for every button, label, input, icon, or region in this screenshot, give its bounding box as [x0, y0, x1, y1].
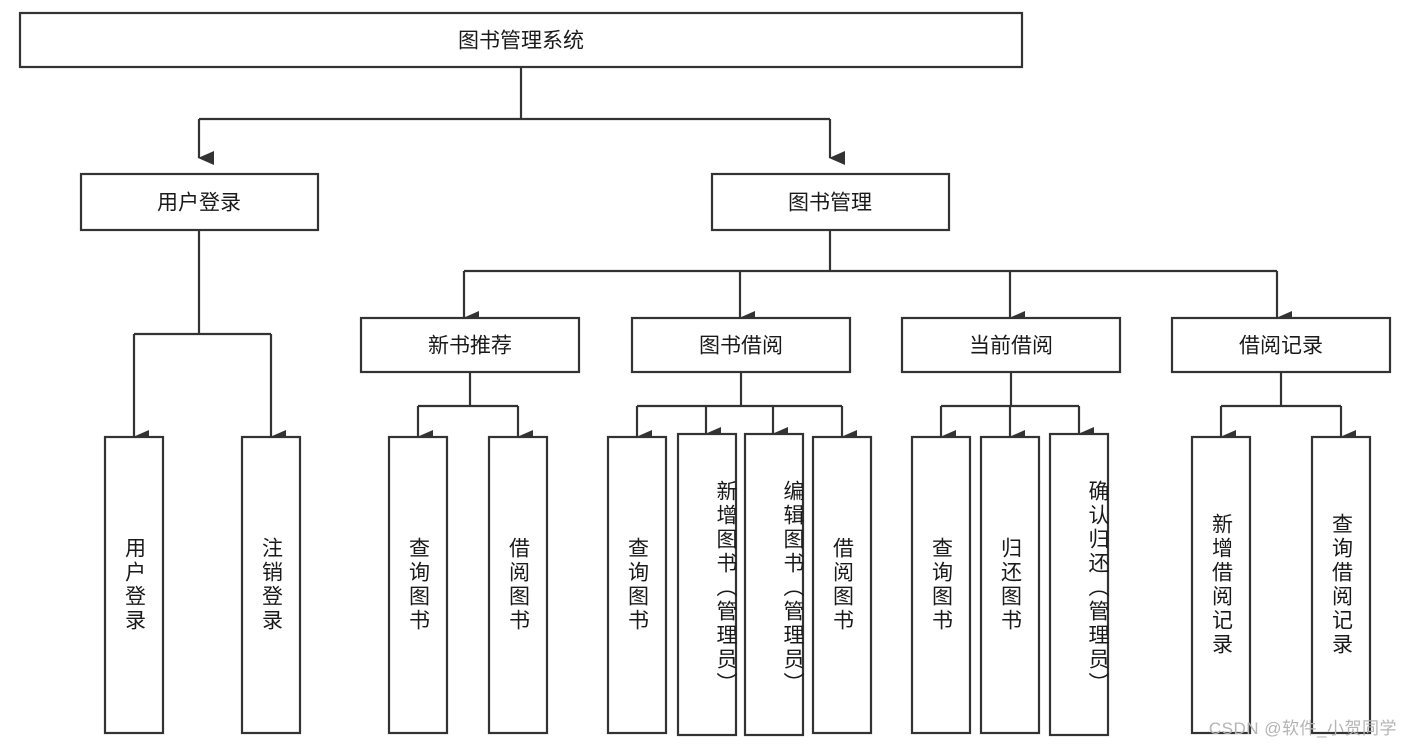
- leaf-box-logout-login[interactable]: [240, 435, 302, 735]
- node-root[interactable]: 图书管理系统: [18, 11, 1024, 69]
- node-book-management-box[interactable]: [710, 172, 951, 232]
- leaf-box-borrow-book-1[interactable]: [487, 435, 549, 735]
- leaf-box-query-record[interactable]: [1310, 435, 1372, 735]
- node-book-borrow-box[interactable]: [630, 316, 852, 374]
- connector-new-book-recommend-to-leaves: [416, 372, 533, 444]
- leaf-box-user-login[interactable]: [103, 435, 165, 735]
- leaf-box-add-book[interactable]: [676, 432, 738, 737]
- watermark: CSDN @软件_小贺同学: [1208, 719, 1397, 738]
- leaf-box-confirm-return[interactable]: [1048, 432, 1110, 737]
- node-new-book-recommend-box[interactable]: [359, 316, 581, 374]
- connector-book-borrow-to-leaves: [635, 372, 857, 444]
- node-current-borrow-box[interactable]: [900, 316, 1122, 374]
- connector-user-login-to-leaves: [132, 230, 286, 444]
- leaf-box-query-book-2[interactable]: [606, 435, 668, 735]
- node-root-box[interactable]: [18, 11, 1024, 69]
- node-current-borrow-label: 当前借阅: [969, 335, 1053, 358]
- node-book-management[interactable]: 图书管理: [710, 172, 951, 232]
- node-book-borrow-label: 图书借阅: [699, 335, 783, 358]
- node-new-book-recommend-label: 新书推荐: [428, 335, 512, 358]
- node-user-login[interactable]: 用户登录: [79, 172, 320, 232]
- node-borrow-record[interactable]: 借阅记录: [1170, 316, 1392, 374]
- leaf-box-borrow-book-2[interactable]: [811, 435, 873, 735]
- node-book-borrow[interactable]: 图书借阅: [630, 316, 852, 374]
- connector-current-borrow-to-leaves: [939, 372, 1094, 444]
- leaf-box-query-book-3[interactable]: [910, 435, 972, 735]
- node-current-borrow[interactable]: 当前借阅: [900, 316, 1122, 374]
- node-user-login-label: 用户登录: [157, 192, 241, 215]
- node-borrow-record-label: 借阅记录: [1239, 335, 1323, 358]
- node-borrow-record-box[interactable]: [1170, 316, 1392, 374]
- leaf-box-return-book[interactable]: [979, 435, 1041, 735]
- leaf-box-query-book-1[interactable]: [387, 435, 449, 735]
- node-root-label: 图书管理系统: [458, 30, 584, 53]
- connector-root-to-level1: [197, 67, 845, 165]
- leaf-box-add-record[interactable]: [1190, 435, 1252, 735]
- connector-book-management-to-level2: [462, 230, 1292, 325]
- node-new-book-recommend[interactable]: 新书推荐: [359, 316, 581, 374]
- node-book-management-label: 图书管理: [788, 192, 872, 215]
- leaf-box-edit-book[interactable]: [743, 432, 805, 737]
- connector-borrow-record-to-leaves: [1219, 372, 1356, 444]
